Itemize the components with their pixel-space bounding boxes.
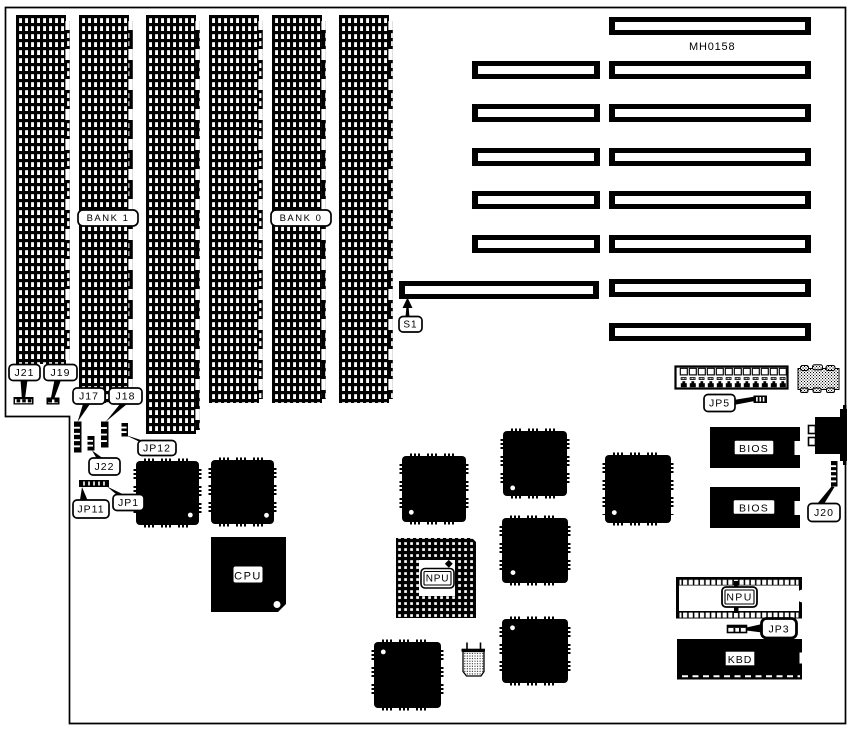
svg-text:MH0158: MH0158 xyxy=(689,41,735,53)
svg-text:J18: J18 xyxy=(116,391,136,403)
svg-text:JP5: JP5 xyxy=(709,398,730,410)
svg-text:JP12: JP12 xyxy=(143,443,171,455)
svg-text:BANK 1: BANK 1 xyxy=(87,213,130,224)
svg-text:BIOS: BIOS xyxy=(739,443,769,455)
svg-text:JP11: JP11 xyxy=(77,504,104,516)
svg-text:J22: J22 xyxy=(95,461,115,473)
svg-text:JP3: JP3 xyxy=(768,624,789,636)
svg-text:CPU: CPU xyxy=(234,571,262,583)
svg-text:J17: J17 xyxy=(79,391,99,403)
svg-text:NPU: NPU xyxy=(726,592,752,604)
svg-text:KBD: KBD xyxy=(728,654,753,666)
svg-text:J19: J19 xyxy=(51,367,71,379)
svg-text:BIOS: BIOS xyxy=(739,502,769,514)
svg-text:NPU: NPU xyxy=(426,574,450,585)
svg-text:JP1: JP1 xyxy=(118,497,139,509)
svg-text:J20: J20 xyxy=(814,507,834,519)
svg-text:BANK 0: BANK 0 xyxy=(280,213,323,224)
svg-text:S1: S1 xyxy=(403,320,417,331)
svg-text:J21: J21 xyxy=(15,367,35,379)
